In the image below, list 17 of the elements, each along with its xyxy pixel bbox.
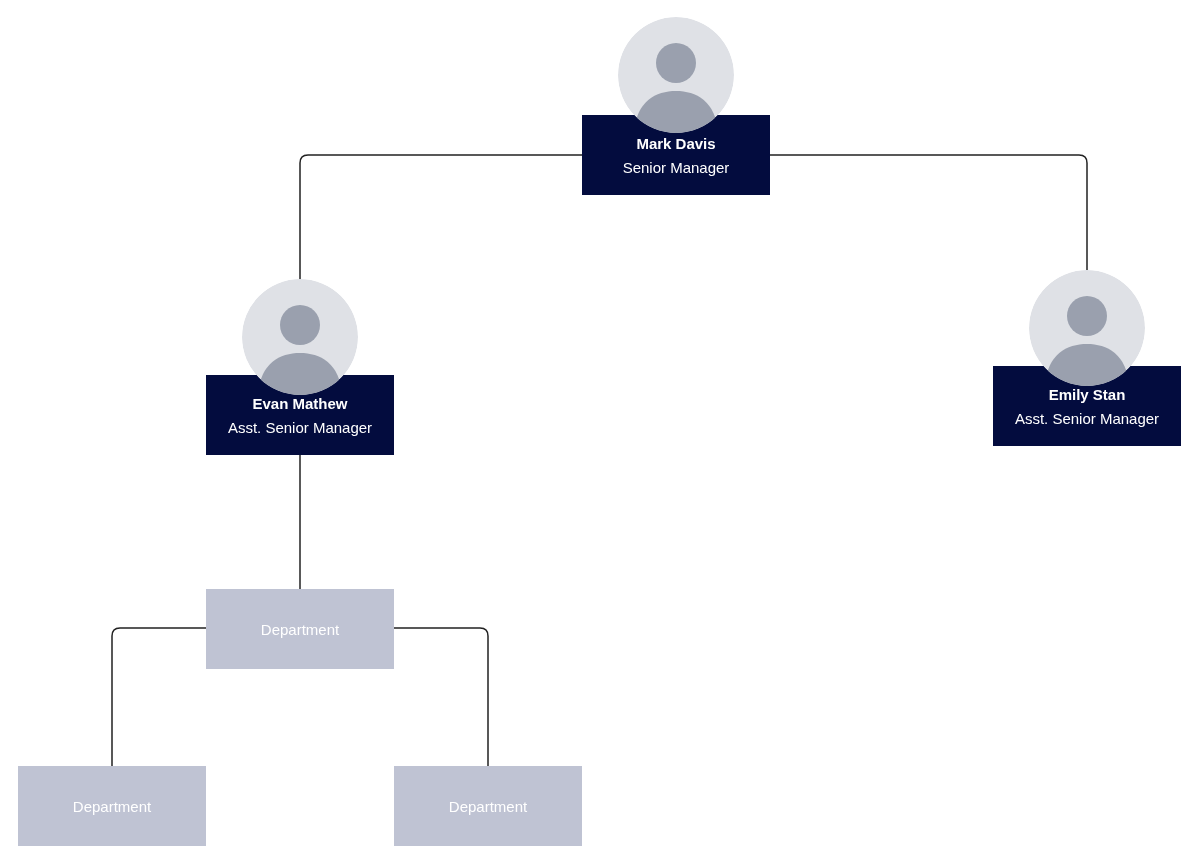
person-name: Evan Mathew [252,394,348,412]
connector-line [299,154,583,280]
job-title: Asst. Senior Manager [227,418,373,436]
person-name: Emily Stan [1048,385,1126,403]
department-label: Department [448,797,528,815]
department-box [394,766,582,846]
department-label: Department [260,620,340,638]
department-label: Department [72,797,152,815]
connector-line [393,627,489,767]
connector-line [299,454,301,590]
connector-line [111,627,207,767]
connector-line [769,154,1088,271]
job-title: Asst. Senior Manager [1014,409,1160,427]
job-title: Senior Manager [622,158,730,176]
department-box [206,589,394,669]
department-box [18,766,206,846]
person-name: Mark Davis [636,134,716,152]
